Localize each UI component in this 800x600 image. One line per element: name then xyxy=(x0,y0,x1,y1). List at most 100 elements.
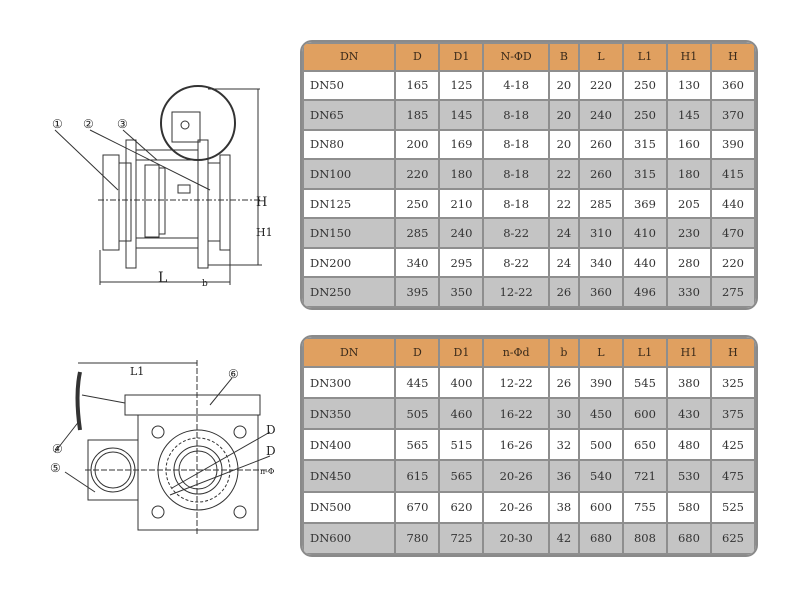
table-cell: 12-22 xyxy=(484,278,548,306)
table-cell: 169 xyxy=(440,130,483,159)
table-cell: 26 xyxy=(549,278,578,306)
table-cell: 210 xyxy=(440,189,483,218)
table-cell: 470 xyxy=(711,219,754,247)
column-header: N-ΦD xyxy=(484,44,548,70)
table-cell: 375 xyxy=(711,399,754,429)
table-cell: 600 xyxy=(579,492,622,522)
table-cell: DN500 xyxy=(304,492,395,522)
table-cell: 240 xyxy=(579,101,622,129)
table-cell: 250 xyxy=(623,101,666,129)
table-cell: 4-18 xyxy=(484,71,548,100)
table-cell: DN400 xyxy=(304,430,395,460)
table-cell: 540 xyxy=(579,461,622,491)
column-header: D1 xyxy=(440,44,483,70)
table-cell: 450 xyxy=(579,399,622,429)
table-cell: 180 xyxy=(667,160,710,188)
table-cell: 390 xyxy=(711,130,754,159)
table-cell: DN200 xyxy=(304,248,395,277)
table-cell: 260 xyxy=(579,130,622,159)
table-cell: 180 xyxy=(440,160,483,188)
table-cell: 285 xyxy=(579,189,622,218)
table-cell: 20 xyxy=(549,71,578,100)
table-cell: 8-18 xyxy=(484,189,548,218)
table-cell: 530 xyxy=(667,461,710,491)
table-cell: 205 xyxy=(667,189,710,218)
table-cell: 525 xyxy=(711,492,754,522)
table-cell: 200 xyxy=(396,130,439,159)
table-cell: 496 xyxy=(623,278,666,306)
callout-6: ⑥ xyxy=(228,367,239,381)
table-cell: 20-26 xyxy=(484,461,548,491)
table-cell: 370 xyxy=(711,101,754,129)
table-cell: 185 xyxy=(396,101,439,129)
table-cell: DN450 xyxy=(304,461,395,491)
table-cell: 395 xyxy=(396,278,439,306)
table-cell: 260 xyxy=(579,160,622,188)
table-cell: 808 xyxy=(623,523,666,553)
table-cell: 369 xyxy=(623,189,666,218)
table-cell: 220 xyxy=(396,160,439,188)
callout-2: ② xyxy=(83,117,94,131)
column-header: B xyxy=(549,44,578,70)
table-cell: 315 xyxy=(623,160,666,188)
table-cell: 165 xyxy=(396,71,439,100)
table-cell: 380 xyxy=(667,368,710,398)
table-cell: 725 xyxy=(440,523,483,553)
column-header: H1 xyxy=(667,339,710,367)
column-header: H xyxy=(711,339,754,367)
table-cell: 670 xyxy=(396,492,439,522)
table-cell: 680 xyxy=(667,523,710,553)
table-cell: 20-26 xyxy=(484,492,548,522)
table-cell: DN350 xyxy=(304,399,395,429)
column-header: b xyxy=(549,339,578,367)
table-cell: 26 xyxy=(549,368,578,398)
table-cell: DN100 xyxy=(304,160,395,188)
table-cell: 130 xyxy=(667,71,710,100)
column-header: H1 xyxy=(667,44,710,70)
table-cell: 545 xyxy=(623,368,666,398)
table-cell: 22 xyxy=(549,160,578,188)
table-cell: 240 xyxy=(440,219,483,247)
column-header: DN xyxy=(304,44,395,70)
column-header: L xyxy=(579,44,622,70)
table-cell: 12-22 xyxy=(484,368,548,398)
table-cell: 24 xyxy=(549,219,578,247)
table-cell: DN65 xyxy=(304,101,395,129)
table-cell: 620 xyxy=(440,492,483,522)
table-cell: 625 xyxy=(711,523,754,553)
table-cell: 315 xyxy=(623,130,666,159)
valve-top-view xyxy=(54,360,271,535)
table-cell: 24 xyxy=(549,248,578,277)
table-cell: 220 xyxy=(579,71,622,100)
column-header: D xyxy=(396,339,439,367)
table-cell: 32 xyxy=(549,430,578,460)
table-cell: 515 xyxy=(440,430,483,460)
table-cell: DN300 xyxy=(304,368,395,398)
dim-H: H xyxy=(256,195,267,210)
table-cell: 8-18 xyxy=(484,130,548,159)
dim-n-phi: n-Φ xyxy=(260,467,275,476)
table-cell: DN250 xyxy=(304,278,395,306)
table-cell: 500 xyxy=(579,430,622,460)
table-cell: 360 xyxy=(579,278,622,306)
dim-H1: H1 xyxy=(256,226,273,239)
table-cell: DN50 xyxy=(304,71,395,100)
table-cell: 8-18 xyxy=(484,160,548,188)
valve-drawings: ① ② ③ H H1 L b L1 ④ ⑤ ⑥ D D n-Φ xyxy=(50,85,276,535)
table-cell: 285 xyxy=(396,219,439,247)
column-header: L1 xyxy=(623,339,666,367)
table-cell: 425 xyxy=(711,430,754,460)
table-cell: 125 xyxy=(440,71,483,100)
